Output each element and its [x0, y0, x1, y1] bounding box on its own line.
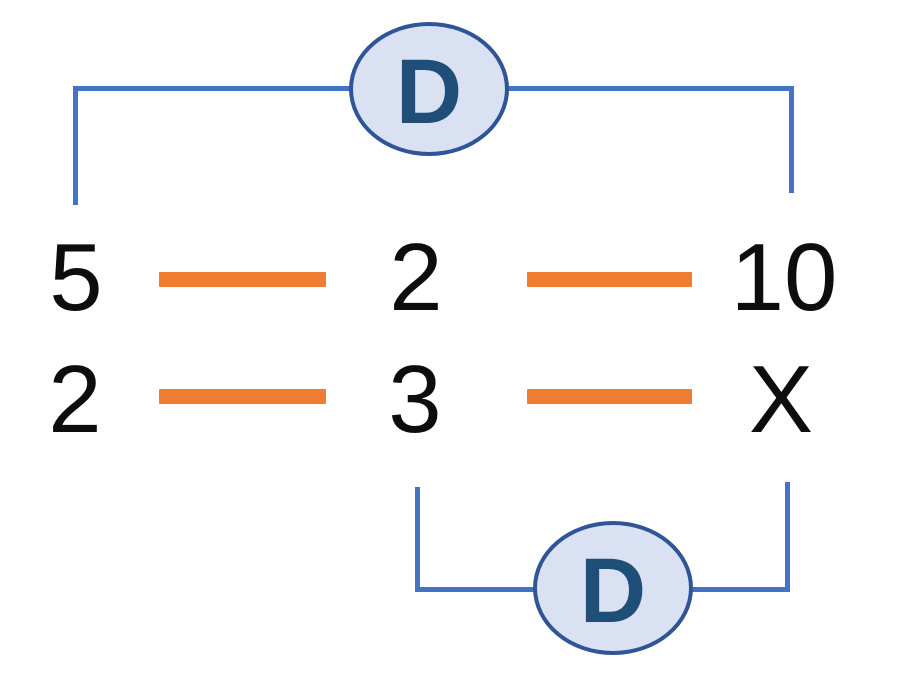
row1-right-value: 10 [730, 224, 838, 331]
top-bracket-right-vertical-line [789, 86, 794, 193]
dash-separator-icon [527, 389, 692, 404]
row2-middle-value: 3 [388, 346, 442, 453]
bottom-bracket-left-vertical-line [415, 487, 420, 592]
row2-left-value: 2 [48, 346, 102, 453]
dash-separator-icon [159, 389, 326, 404]
dash-separator-icon [527, 272, 692, 287]
bottom-badge-label: D [579, 540, 647, 642]
row1-left-value: 5 [49, 224, 103, 331]
row2-right-value: X [748, 346, 814, 453]
bottom-bracket-right-vertical-line [785, 482, 790, 592]
bottom-direct-proportion-badge: D [533, 521, 693, 655]
top-badge-label: D [395, 41, 463, 143]
top-direct-proportion-badge: D [349, 22, 509, 156]
dash-separator-icon [159, 272, 326, 287]
row1-middle-value: 2 [389, 224, 443, 331]
top-bracket-left-vertical-line [73, 86, 78, 205]
